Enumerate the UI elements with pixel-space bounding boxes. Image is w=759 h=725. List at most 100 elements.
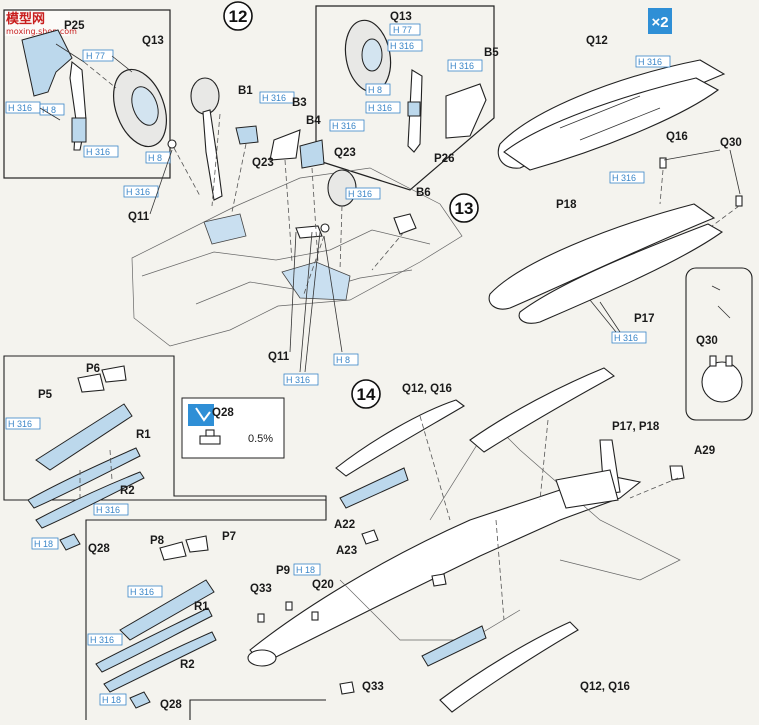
- step-13-badge: [449, 193, 479, 223]
- label-r1-lower: R1: [194, 601, 209, 613]
- label-p26: P26: [434, 153, 454, 165]
- multiplier-text: ×2: [651, 14, 668, 31]
- paint-h316-p17: H 316: [611, 331, 647, 344]
- tank-lower: [439, 621, 579, 713]
- paint-h316-left-a: H 316: [5, 101, 41, 114]
- step-13-drop-tanks: ×2 13: [449, 8, 753, 421]
- label-r2-lower: R2: [180, 659, 195, 671]
- svg-text:H 316: H 316: [8, 419, 32, 429]
- label-q30-top: Q30: [720, 137, 742, 149]
- label-q12-q16-lower: Q12, Q16: [580, 681, 630, 693]
- label-inset-note: 0.5%: [248, 433, 273, 445]
- svg-text:H 316: H 316: [286, 375, 310, 385]
- label-p5: P5: [38, 389, 53, 401]
- label-q16-top: Q16: [666, 131, 688, 143]
- svg-text:H 316: H 316: [262, 93, 286, 103]
- label-q23-left: Q23: [252, 157, 274, 169]
- door-b1: [235, 125, 259, 145]
- tank-p18-half: [488, 203, 716, 310]
- step-12-landing-gear: 12: [3, 1, 495, 347]
- paint-h8-q11: H 8: [145, 151, 171, 164]
- paint-h316-b5: H 316: [447, 59, 483, 72]
- pylon-r2-lower-b: [103, 631, 217, 693]
- svg-text:H 316: H 316: [126, 187, 150, 197]
- svg-text:H 316: H 316: [130, 587, 154, 597]
- part-q28-lower: [129, 691, 151, 709]
- strut-bracket: [71, 117, 87, 143]
- paint-h316-q16: H 316: [609, 171, 645, 184]
- svg-text:H 316: H 316: [348, 189, 372, 199]
- part-p6: [101, 365, 127, 383]
- svg-text:H 316: H 316: [8, 103, 32, 113]
- part-a22: [361, 529, 379, 545]
- aircraft-wing-lower: [339, 579, 521, 641]
- label-b3: B3: [292, 97, 307, 109]
- nose-gear-bay: [203, 213, 247, 245]
- actuator-part: [295, 225, 323, 239]
- svg-text:H 316: H 316: [368, 103, 392, 113]
- pin-q30-b: [735, 195, 743, 207]
- label-q28-inset: Q28: [212, 407, 234, 419]
- label-q33-lower: Q33: [362, 681, 384, 693]
- pylon-on-aircraft-lower: [421, 625, 487, 667]
- step-14-labels: P6 P5 H 316 R1 R2 H 316 H 18 Q28 Q28 0.5…: [5, 363, 715, 711]
- label-b1: B1: [238, 85, 253, 97]
- svg-text:H 18: H 18: [34, 539, 53, 549]
- inset-main-gear-box: [315, 5, 495, 191]
- label-p8: P8: [150, 535, 165, 547]
- label-p7: P7: [222, 531, 236, 543]
- q11-pin-right: [320, 223, 330, 233]
- svg-text:H 316: H 316: [90, 635, 114, 645]
- label-p17: P17: [634, 313, 654, 325]
- q30-detail-tank: [701, 361, 743, 403]
- paint-h316-q11: H 316: [123, 185, 159, 198]
- paint-h18-p9: H 18: [293, 563, 321, 576]
- q11-pin-left: [167, 139, 177, 149]
- label-p6: P6: [86, 363, 100, 375]
- label-q12-top: Q12: [586, 35, 608, 47]
- pylon-r2-upper-b: [35, 471, 145, 529]
- main-wheel-hub: [361, 38, 383, 72]
- gear-door-part: [21, 29, 73, 97]
- svg-text:H 8: H 8: [148, 153, 162, 163]
- paint-h8-left: H 8: [39, 103, 65, 116]
- part-q33-upper: [257, 613, 265, 623]
- paint-h316-b4: H 316: [329, 119, 365, 132]
- label-q28-upper: Q28: [88, 543, 110, 555]
- label-a29: A29: [694, 445, 715, 457]
- svg-text:H 8: H 8: [368, 85, 382, 95]
- pylon-on-aircraft-upper: [339, 467, 409, 509]
- paint-h316-left-b: H 316: [83, 145, 119, 158]
- label-q20: Q20: [312, 579, 334, 591]
- step-13-labels: Q12 H 316 Q16 H 316 Q30 P18 P17 H 316 Q3…: [556, 35, 742, 347]
- label-q11-left: Q11: [128, 211, 150, 223]
- svg-text:H 316: H 316: [614, 333, 638, 343]
- svg-text:H 8: H 8: [336, 355, 350, 365]
- nose-wheel-assembled: [190, 77, 220, 115]
- label-q13-left: Q13: [142, 35, 164, 47]
- part-a23: [431, 573, 447, 587]
- label-b6: B6: [416, 187, 431, 199]
- label-p25: P25: [64, 20, 85, 32]
- label-a22: A22: [334, 519, 355, 531]
- label-b5: B5: [484, 47, 499, 59]
- svg-text:H 77: H 77: [86, 51, 105, 61]
- watermark-title: 模型网: [6, 11, 45, 27]
- step-12-number: 12: [229, 7, 248, 26]
- label-p17-p18: P17, P18: [612, 421, 660, 433]
- paint-h316-lower-r1b: H 316: [87, 633, 123, 646]
- label-q12-q16-upper: Q12, Q16: [402, 383, 452, 395]
- pin-q30-a: [659, 157, 667, 169]
- part-q28-upper: [59, 533, 81, 551]
- door-b5: [445, 83, 487, 139]
- label-q13-right: Q13: [390, 11, 412, 23]
- paint-h316-lower-r1a: H 316: [127, 585, 163, 598]
- fuselage-underside-outline: [131, 167, 463, 347]
- label-p18: P18: [556, 199, 577, 211]
- inset-nose-gear-box: [3, 9, 171, 179]
- pylon-r1-upper: [35, 403, 133, 471]
- nose-strut-assembled: [202, 109, 223, 201]
- part-q33-lower: [339, 681, 355, 695]
- door-b3: [269, 129, 301, 161]
- paint-h316-b6: H 316: [345, 187, 381, 200]
